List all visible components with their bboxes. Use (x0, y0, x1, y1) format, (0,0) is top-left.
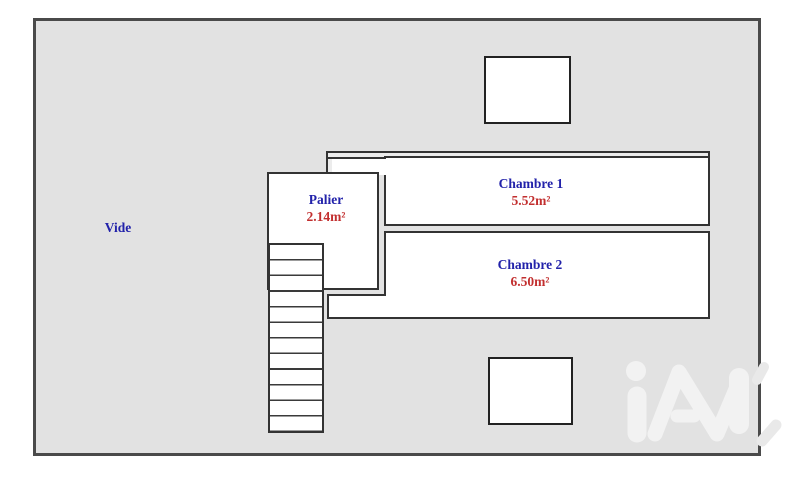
label-palier: Palier 2.14m² (276, 191, 376, 225)
chambre1-name: Chambre 1 (498, 176, 564, 191)
palier-area: 2.14m² (306, 209, 346, 224)
room-chambre1 (384, 156, 710, 226)
opening-top (484, 56, 571, 124)
opening-bottom (488, 357, 573, 425)
staircase (268, 243, 324, 433)
room-chambre2-left-extension (327, 294, 386, 319)
palier-name: Palier (308, 192, 344, 207)
wall-opening-notch (332, 159, 386, 175)
label-vide: Vide (68, 219, 168, 236)
chambre1-area: 5.52m² (511, 193, 551, 208)
chambre2-name: Chambre 2 (497, 257, 563, 272)
vide-name: Vide (104, 220, 132, 235)
logo-fragment-bottom (756, 419, 782, 447)
label-chambre2: Chambre 2 6.50m² (480, 256, 580, 290)
chambre2-area: 6.50m² (510, 274, 550, 289)
label-chambre1: Chambre 1 5.52m² (481, 175, 581, 209)
room-chambre2 (384, 231, 710, 319)
